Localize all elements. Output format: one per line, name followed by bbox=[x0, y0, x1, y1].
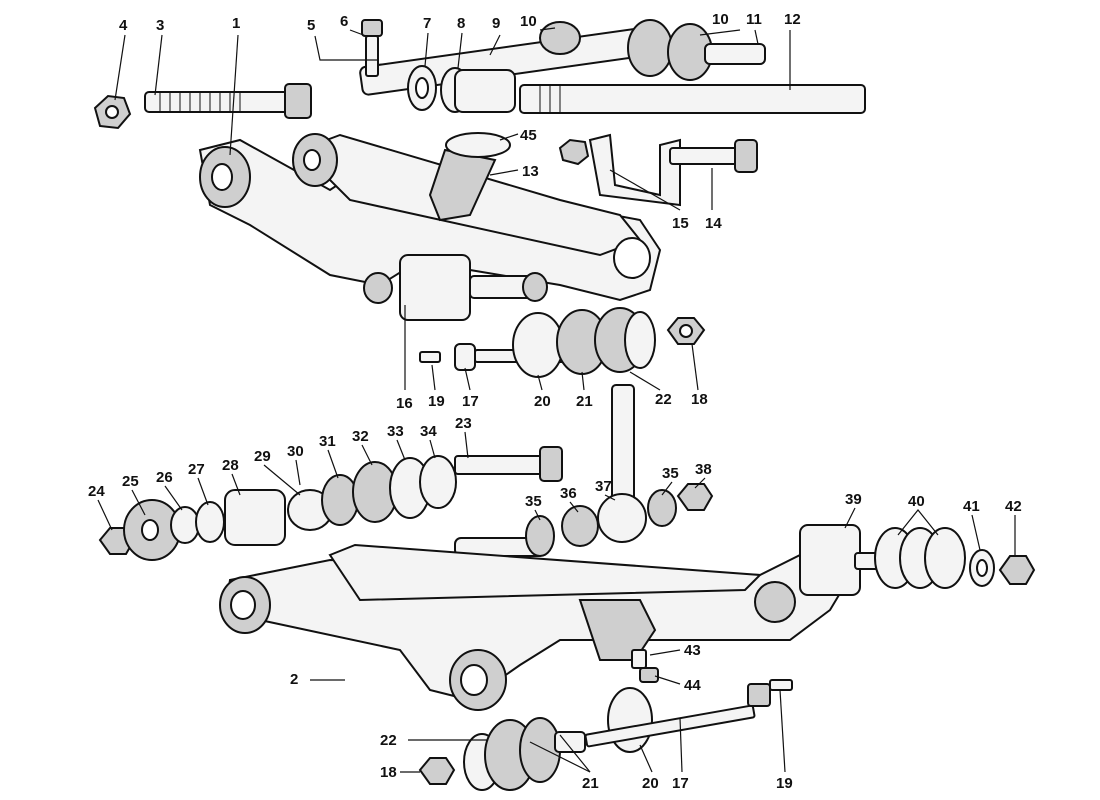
pivot-pin-assembly bbox=[799, 524, 1036, 596]
callout-20b: 20 bbox=[642, 775, 659, 792]
callout-2: 2 bbox=[290, 671, 298, 688]
callout-40: 40 bbox=[908, 493, 925, 510]
callout-42: 42 bbox=[1005, 498, 1022, 515]
callout-21b: 21 bbox=[582, 775, 599, 792]
link-rod bbox=[454, 384, 714, 557]
bush-assembly-upper bbox=[419, 307, 706, 378]
callout-41: 41 bbox=[963, 498, 980, 515]
callout-28: 28 bbox=[222, 457, 239, 474]
callout-15: 15 bbox=[672, 215, 689, 232]
callout-43: 43 bbox=[684, 642, 701, 659]
callout-45: 45 bbox=[520, 127, 537, 144]
callout-33: 33 bbox=[387, 423, 404, 440]
callout-1: 1 bbox=[232, 15, 240, 32]
callout-26: 26 bbox=[156, 469, 173, 486]
callout-13: 13 bbox=[522, 163, 539, 180]
upper-wishbone-arm bbox=[198, 133, 662, 321]
callout-17b: 17 bbox=[672, 775, 689, 792]
callout-6: 6 bbox=[340, 13, 348, 30]
callout-23: 23 bbox=[455, 415, 472, 432]
callout-22b: 22 bbox=[380, 732, 397, 749]
callout-35b: 35 bbox=[662, 465, 679, 482]
callout-17a: 17 bbox=[462, 393, 479, 410]
torsion-bar bbox=[519, 84, 866, 114]
callout-20a: 20 bbox=[534, 393, 551, 410]
callout-34: 34 bbox=[420, 423, 437, 440]
callout-18a: 18 bbox=[691, 391, 708, 408]
callout-12: 12 bbox=[784, 11, 801, 28]
callout-3: 3 bbox=[156, 17, 164, 34]
small-bolt bbox=[361, 19, 383, 77]
mounting-bracket bbox=[558, 133, 681, 207]
callout-10b: 10 bbox=[712, 11, 729, 28]
leader-lines bbox=[97, 27, 1016, 773]
callout-labels: 1 2 3 4 5 6 7 8 9 10 10 11 12 45 13 15 1… bbox=[88, 11, 1022, 792]
callout-4: 4 bbox=[119, 17, 128, 34]
bracket-bolt bbox=[669, 139, 758, 173]
callout-39: 39 bbox=[845, 491, 862, 508]
bush-assembly-lower bbox=[418, 679, 793, 791]
callout-11: 11 bbox=[746, 11, 762, 28]
bush-stack-middle bbox=[98, 446, 563, 561]
long-bolt bbox=[144, 83, 312, 119]
callout-18b: 18 bbox=[380, 764, 397, 781]
callout-19a: 19 bbox=[428, 393, 445, 410]
callout-14: 14 bbox=[705, 215, 722, 232]
callout-19b: 19 bbox=[776, 775, 793, 792]
hex-nut bbox=[93, 94, 132, 130]
callout-35a: 35 bbox=[525, 493, 542, 510]
callout-29: 29 bbox=[254, 448, 271, 465]
lower-bump-stop-bolt bbox=[631, 649, 659, 683]
callout-10a: 10 bbox=[520, 13, 537, 30]
callout-38: 38 bbox=[695, 461, 712, 478]
lower-wishbone-arm bbox=[219, 528, 862, 711]
callout-44: 44 bbox=[684, 677, 701, 694]
callout-27: 27 bbox=[188, 461, 205, 478]
callout-25: 25 bbox=[122, 473, 139, 490]
callout-16: 16 bbox=[396, 395, 413, 412]
bump-stop bbox=[428, 132, 511, 222]
callout-21a: 21 bbox=[576, 393, 593, 410]
callout-5: 5 bbox=[307, 17, 315, 34]
callout-37: 37 bbox=[595, 478, 612, 495]
callout-22a: 22 bbox=[655, 391, 672, 408]
callout-9: 9 bbox=[492, 15, 500, 32]
callout-8: 8 bbox=[457, 15, 465, 32]
callout-32: 32 bbox=[352, 428, 369, 445]
callout-24: 24 bbox=[88, 483, 105, 500]
callout-7: 7 bbox=[423, 15, 431, 32]
callout-30: 30 bbox=[287, 443, 304, 460]
washer-set bbox=[407, 65, 516, 113]
callout-36: 36 bbox=[560, 485, 577, 502]
callout-31: 31 bbox=[319, 433, 336, 450]
